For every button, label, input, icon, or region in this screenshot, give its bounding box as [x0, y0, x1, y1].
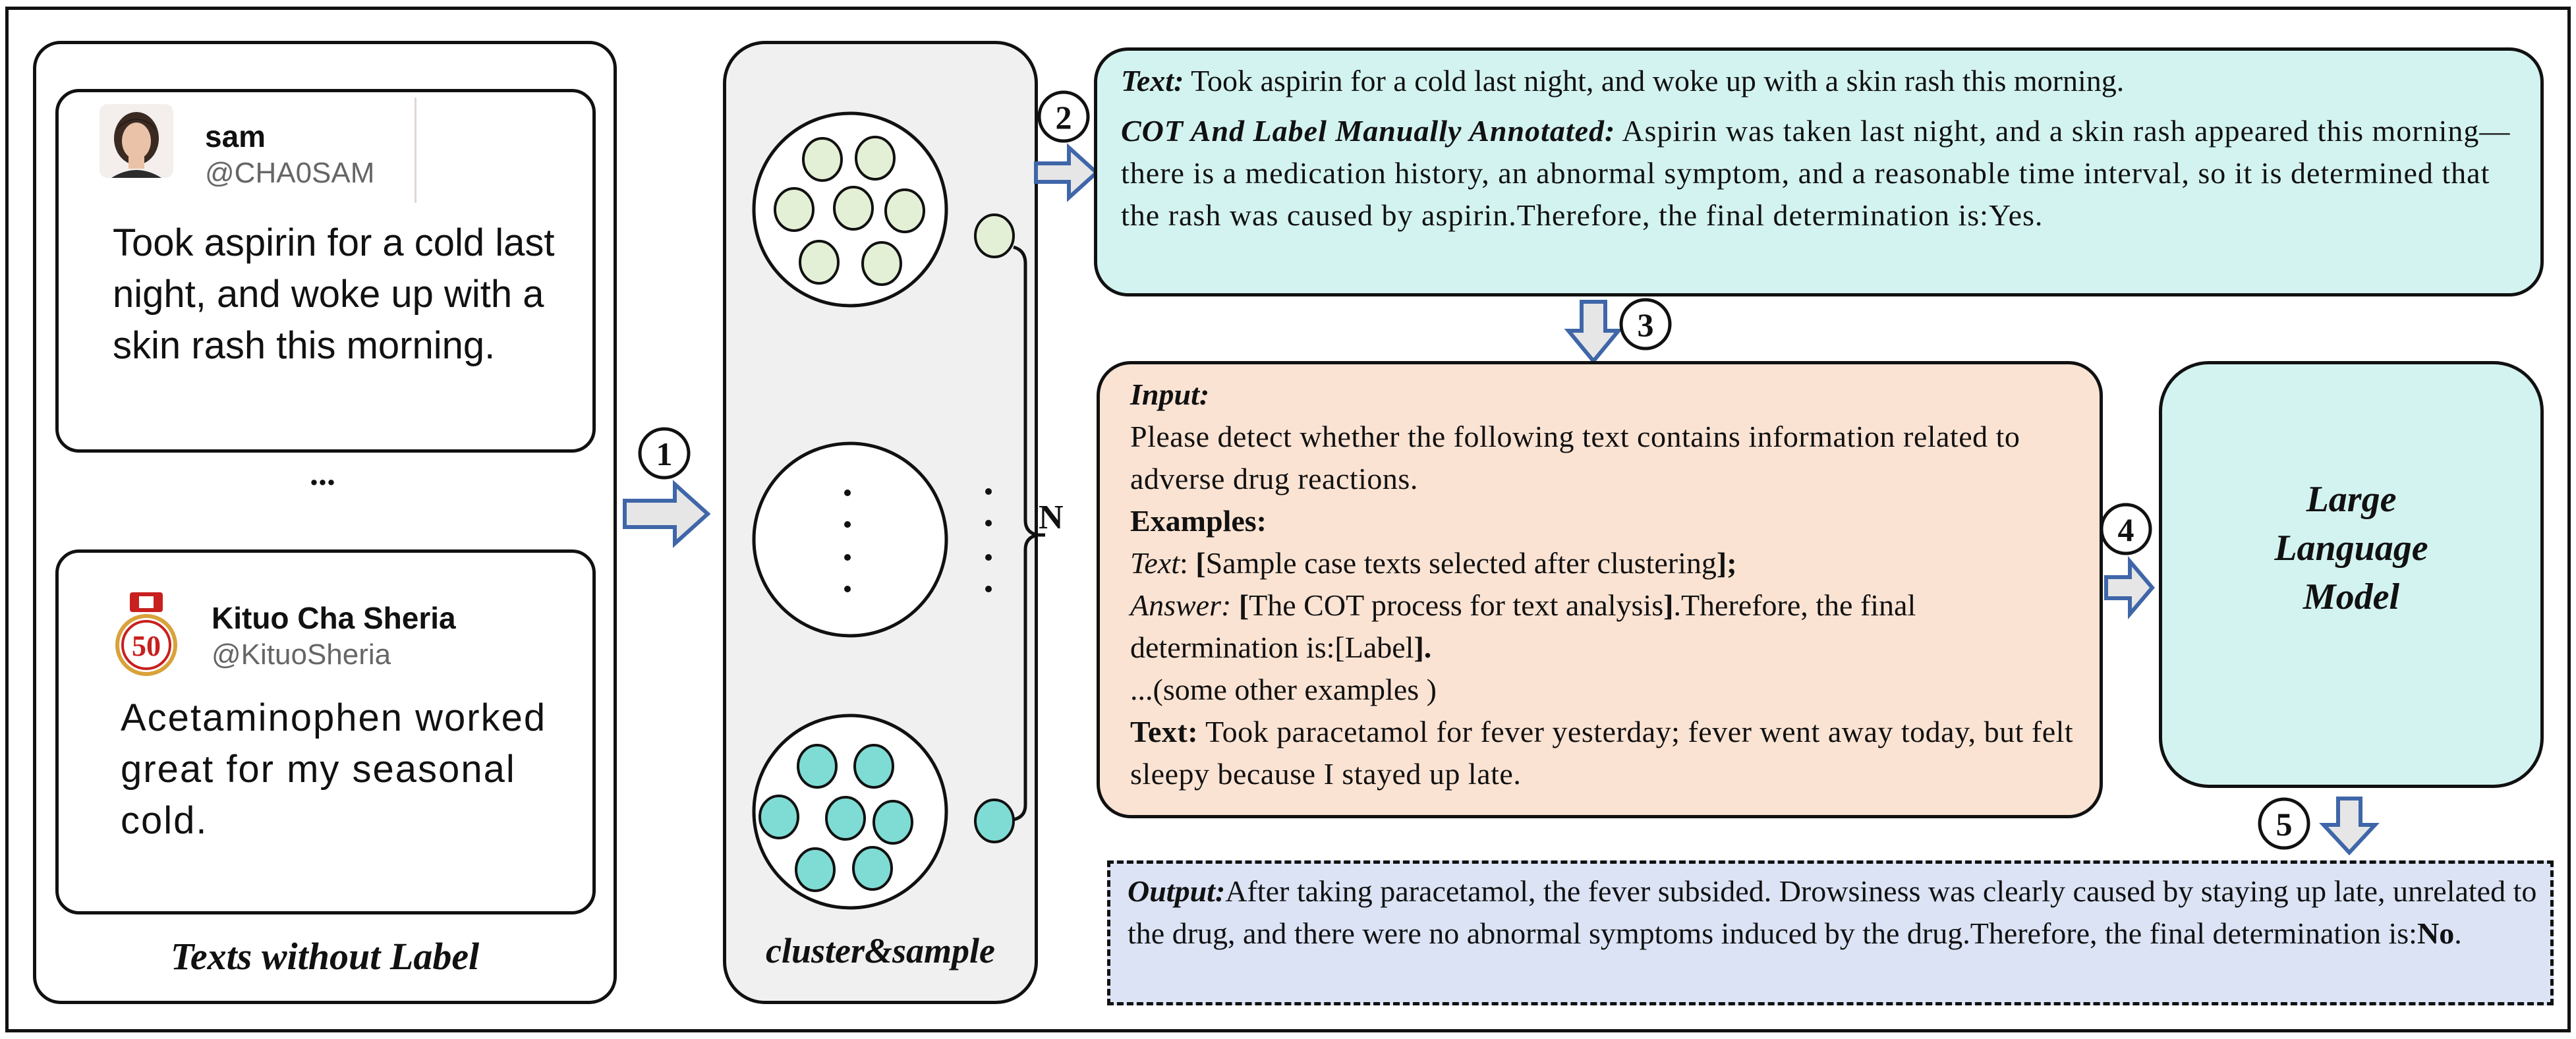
tweet-1-name: sam [205, 119, 266, 154]
cluster-3-point [825, 796, 866, 841]
tweet-1-handle: @CHA0SAM [205, 157, 375, 189]
step-3-label: 3 [1638, 306, 1654, 343]
llm-line-2: Language [2274, 528, 2428, 569]
annotated-text-label: Text: [1121, 64, 1184, 98]
cluster-3-point [758, 795, 799, 839]
cluster-1-point [884, 188, 925, 233]
cluster-1-point [802, 137, 843, 182]
tweet-2-name: Kituo Cha Sheria [212, 601, 456, 635]
arrow-step-4 [2104, 555, 2155, 620]
sample-point-teal [974, 799, 1015, 843]
other-examples: ...(some other examples ) [1130, 673, 1437, 706]
tweet-1-text: Took aspirin for a cold last night, and … [113, 221, 555, 367]
query-text-value: Took paracetamol for fever yesterday; fe… [1130, 715, 2074, 791]
sam-avatar-icon [100, 104, 173, 178]
example-text-value: Sample case texts selected after cluster… [1205, 546, 1717, 580]
cluster-3-point [797, 744, 838, 789]
cluster-1-point [833, 186, 874, 231]
kituo-logo-icon: 50 [110, 592, 183, 678]
step-1-label: 1 [656, 435, 673, 472]
annotated-text-value: Took aspirin for a cold last night, and … [1184, 64, 2125, 98]
query-text-label: Text: [1130, 715, 1199, 748]
answer-label: Answer: [1130, 588, 1232, 622]
sample-brace [1013, 245, 1038, 822]
cluster-3-point [853, 744, 894, 789]
cluster-1-point [774, 187, 815, 232]
cot-label: COT And Label Manually Annotated: [1121, 114, 1616, 148]
tweet-ellipsis: ... [310, 455, 335, 493]
sample-point-light [974, 213, 1015, 258]
step-1-circle [638, 427, 691, 480]
arrow-step-5 [2319, 797, 2380, 856]
texts-without-label-title: Texts without Label [170, 935, 480, 978]
cluster-3-point [852, 846, 893, 891]
annotated-example-box: Text: Took aspirin for a cold last night… [1094, 47, 2544, 296]
output-value: After taking paracetamol, the fever subs… [1128, 874, 2537, 950]
kituo-logo-number: 50 [132, 630, 161, 662]
output-box: Output:After taking paracetamol, the fev… [1107, 860, 2554, 1005]
tweet-2-text: Acetaminophen worked great for my season… [121, 696, 547, 842]
tweet-2-handle: @KituoSheria [212, 638, 391, 671]
n-label: N [1039, 499, 1064, 536]
cot-value: Aspirin was taken last night, and a skin… [1121, 114, 2511, 232]
arrow-step-3 [1564, 300, 1623, 364]
prompt-instruction: Please detect whether the following text… [1130, 420, 2020, 495]
step-2-label: 2 [1056, 99, 1072, 136]
cluster-1-point [861, 241, 902, 286]
cluster-sample-title: cluster&sample [766, 931, 995, 970]
cluster-3-point [795, 847, 836, 892]
step-4-label: 4 [2118, 511, 2134, 548]
prompt-box: Input: Please detect whether the followi… [1097, 361, 2103, 818]
tweet-card-2: 50 Kituo Cha Sheria @KituoSheria Acetami… [55, 549, 596, 914]
output-label: Output: [1128, 874, 1226, 908]
large-language-model-box: Large Language Model [2159, 361, 2544, 788]
prompt-examples-label: Examples: [1130, 504, 1267, 538]
arrow-step-1 [623, 480, 711, 548]
llm-line-3: Model [2303, 576, 2400, 617]
prompt-input-label: Input: [1130, 378, 1210, 411]
output-verdict: No [2417, 916, 2455, 950]
step-5-circle [2258, 797, 2310, 850]
step-3-circle [1619, 298, 1672, 351]
cluster-2 [752, 441, 948, 638]
cluster-3-point [873, 800, 913, 845]
cluster-1-point [799, 240, 840, 285]
step-2-circle [1037, 90, 1090, 143]
answer-value: The COT process for text analysis [1249, 588, 1664, 622]
arrow-step-2 [1034, 143, 1100, 202]
example-text-label: Text [1130, 546, 1180, 580]
step-5-label: 5 [2276, 806, 2293, 843]
tweet-card-1: sam @CHA0SAM Took aspirin for a cold las… [55, 89, 596, 453]
outer-frame [5, 7, 2571, 1032]
cluster-1-point [855, 136, 896, 181]
llm-line-1: Large [2306, 479, 2397, 520]
texts-without-label-panel [33, 41, 617, 1004]
